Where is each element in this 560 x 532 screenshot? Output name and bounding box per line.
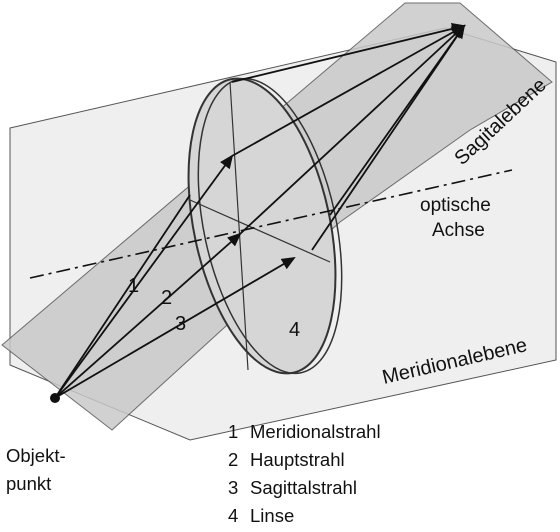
optical-axis-label-2: Achse <box>432 220 485 241</box>
ray-1 <box>54 154 234 399</box>
object-point-label: Objekt- punkt <box>6 442 66 498</box>
rays <box>54 22 466 399</box>
ray-2 <box>54 232 242 399</box>
ray-2-label: 2 <box>161 287 172 309</box>
object-label-line2: punkt <box>6 473 52 494</box>
legend-text: Meridionalstrahl <box>250 421 381 442</box>
legend-text: Hauptstrahl <box>250 449 345 470</box>
legend-item: 1 Meridionalstrahl <box>228 418 381 446</box>
legend-number: 2 <box>228 449 239 470</box>
legend-item: 4 Linse <box>228 502 381 530</box>
legend-text: Linse <box>250 505 295 526</box>
legend: 1 Meridionalstrahl 2 Hauptstrahl 3 Sagittal… <box>228 418 381 530</box>
lens-number-label: 4 <box>289 319 300 341</box>
legend-item: 2 Hauptstrahl <box>228 446 381 474</box>
legend-number: 3 <box>228 477 239 498</box>
optical-axis <box>29 169 513 279</box>
ray-1-label: 1 <box>128 275 139 297</box>
object-label-line1: Objekt- <box>6 445 66 466</box>
legend-item: 3 Sagittalstrahl <box>228 474 381 502</box>
ray-3 <box>54 256 296 399</box>
optical-axis-label-1: optische <box>420 195 491 216</box>
object-point <box>50 393 60 403</box>
ray-4 <box>54 194 191 399</box>
legend-text: Sagittalstrahl <box>250 477 357 498</box>
ray-3-label: 3 <box>175 313 186 335</box>
legend-number: 1 <box>228 421 239 442</box>
lens-rim <box>197 77 343 375</box>
legend-number: 4 <box>228 505 239 526</box>
